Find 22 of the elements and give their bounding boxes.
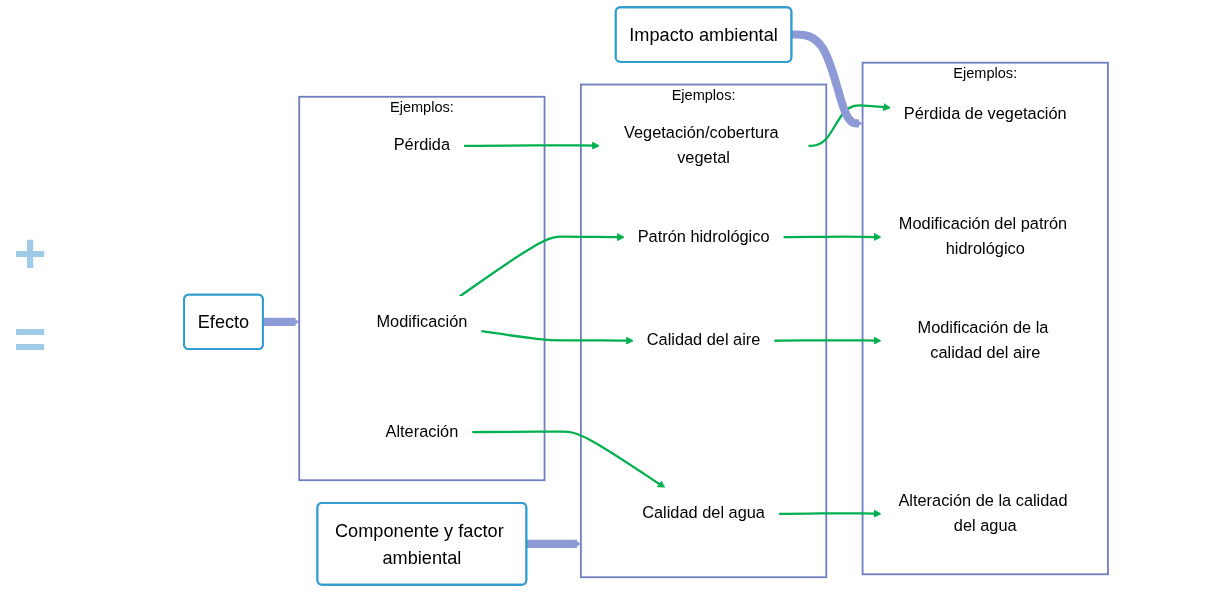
arrow (458, 233, 625, 298)
arrow (464, 141, 600, 150)
node-text: Patrón hidrológico (637, 227, 770, 246)
arrow (791, 30, 863, 128)
node-text: Alteración de la calidad del agua (898, 491, 1068, 535)
arrow (779, 509, 882, 518)
operator-sign: + (13, 225, 47, 281)
node-text: Pérdida de vegetación (903, 104, 1067, 123)
node-text: Modificación de la calidad del aire (917, 318, 1049, 362)
node-text: Calidad del agua (642, 503, 765, 523)
arrow (783, 233, 882, 241)
node-text: Modificación del patrón hidrológico (898, 214, 1068, 258)
node-text: Calidad del aire (646, 330, 761, 349)
arrow (481, 330, 634, 345)
node-text: Pérdida (393, 135, 451, 155)
arrow (808, 103, 892, 147)
operator-sign: = (13, 311, 47, 367)
arrow (472, 430, 666, 489)
node-text: Vegetación/cobertura vegetal (624, 123, 779, 167)
node-text: Modificación (376, 312, 468, 331)
arrow (774, 336, 882, 345)
node-text: Alteración (385, 422, 459, 441)
